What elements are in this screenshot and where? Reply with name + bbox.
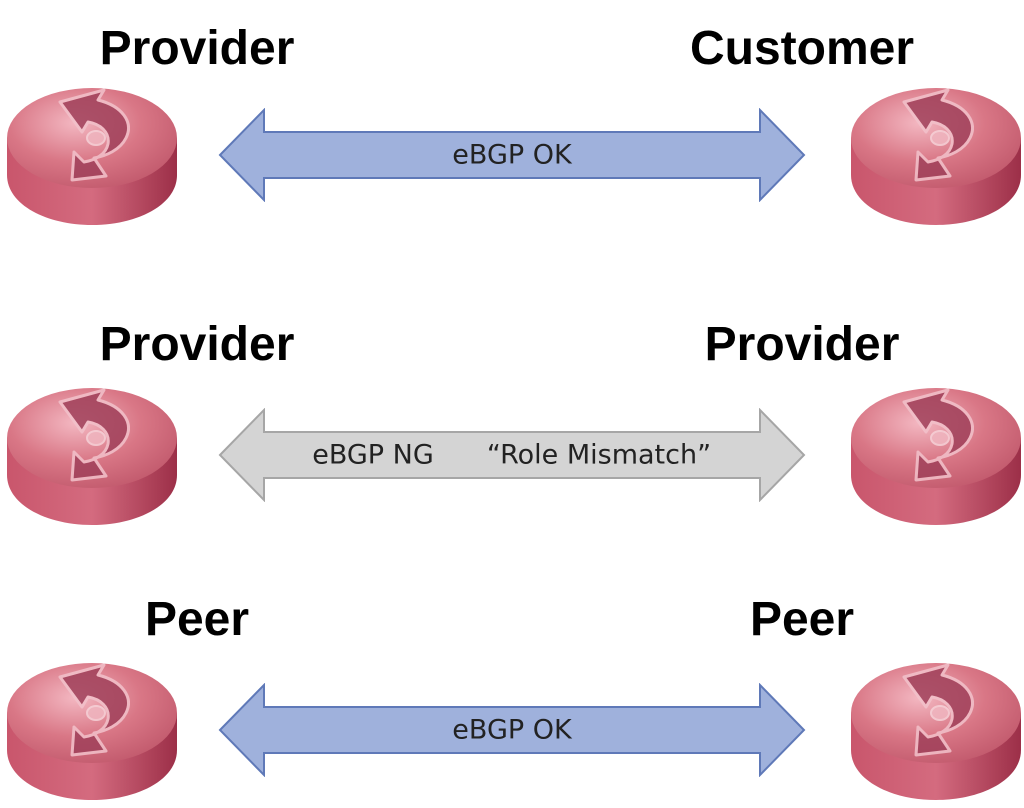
link-arrow: eBGP NG “Role Mismatch” [218,407,806,503]
right-role-label: Customer [689,22,915,75]
router-icon [2,380,182,530]
router-icon [846,380,1024,530]
router-icon [846,655,1024,805]
right-role-label: Peer [749,593,855,646]
link-status-label: eBGP OK [452,714,572,746]
double-arrow-icon [218,107,806,203]
router-icon [2,80,182,230]
left-role-label: Provider [99,318,295,371]
link-status-label: eBGP OK [452,139,572,171]
right-role-label: Provider [704,318,900,371]
link-status-label: eBGP NG [312,439,434,471]
link-arrow: eBGP OK [218,682,806,778]
router-icon [2,655,182,805]
left-role-label: Provider [99,22,295,75]
left-role-label: Peer [144,593,250,646]
router-icon [846,80,1024,230]
double-arrow-icon [218,407,806,503]
link-note-label: “Role Mismatch” [486,439,712,471]
double-arrow-icon [218,682,806,778]
link-arrow: eBGP OK [218,107,806,203]
